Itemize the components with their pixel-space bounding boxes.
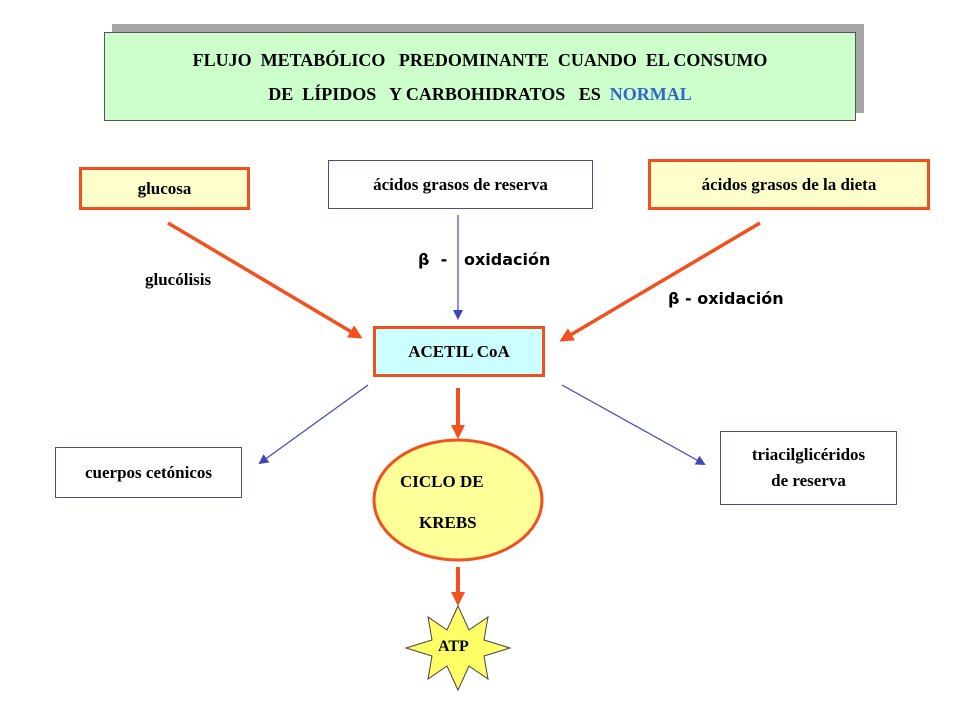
node-triacilgliceridos-line2: de reserva: [771, 471, 846, 490]
title-accent-normal: NORMAL: [609, 83, 692, 104]
node-acetil-coa-label: ACETIL CoA: [408, 341, 510, 361]
arrow-glucosa-to-acetil: [167, 221, 363, 339]
krebs-label-line1: CICLO DE: [400, 472, 484, 491]
title-line-2-text: DE LÍPIDOS Y CARBOHIDRATOS ES: [268, 83, 610, 104]
node-cuerpos-cetonicos: cuerpos cetónicos: [55, 447, 242, 498]
label-beta-oxidacion-center: β - oxidación: [418, 250, 551, 269]
title-banner: FLUJO METABÓLICO PREDOMINANTE CUANDO EL …: [104, 32, 856, 121]
label-glucolisis: glucólisis: [145, 270, 212, 289]
atp-star: [404, 604, 512, 692]
label-beta-oxidacion-right: β - oxidación: [668, 289, 784, 308]
node-acetil-coa: ACETIL CoA: [373, 326, 545, 377]
title-line-1: FLUJO METABÓLICO PREDOMINANTE CUANDO EL …: [192, 49, 768, 70]
node-glucosa: glucosa: [79, 167, 250, 210]
node-acidos-dieta: ácidos grasos de la dieta: [648, 159, 930, 210]
node-acidos-dieta-label: ácidos grasos de la dieta: [701, 174, 877, 194]
node-cuerpos-cetonicos-label: cuerpos cetónicos: [84, 462, 212, 482]
arrow-acetil-to-triacil: [561, 384, 706, 465]
node-glucosa-label: glucosa: [137, 178, 192, 198]
title-line-2: DE LÍPIDOS Y CARBOHIDRATOS ES NORMAL: [268, 77, 692, 111]
arrow-dieta-to-acetil: [559, 221, 761, 342]
krebs-label-line2: KREBS: [419, 513, 477, 532]
krebs-cycle-ellipse: [372, 438, 544, 562]
node-acidos-reserva-label: ácidos grasos de reserva: [373, 174, 548, 194]
atp-label: ATP: [438, 638, 469, 655]
node-triacilgliceridos-line1: triacilglicéridos: [751, 445, 866, 464]
node-triacilgliceridos: triacilglicéridos de reserva: [720, 431, 897, 505]
arrow-acetil-to-cuerpos: [258, 384, 369, 465]
node-acidos-reserva: ácidos grasos de reserva: [328, 160, 593, 209]
